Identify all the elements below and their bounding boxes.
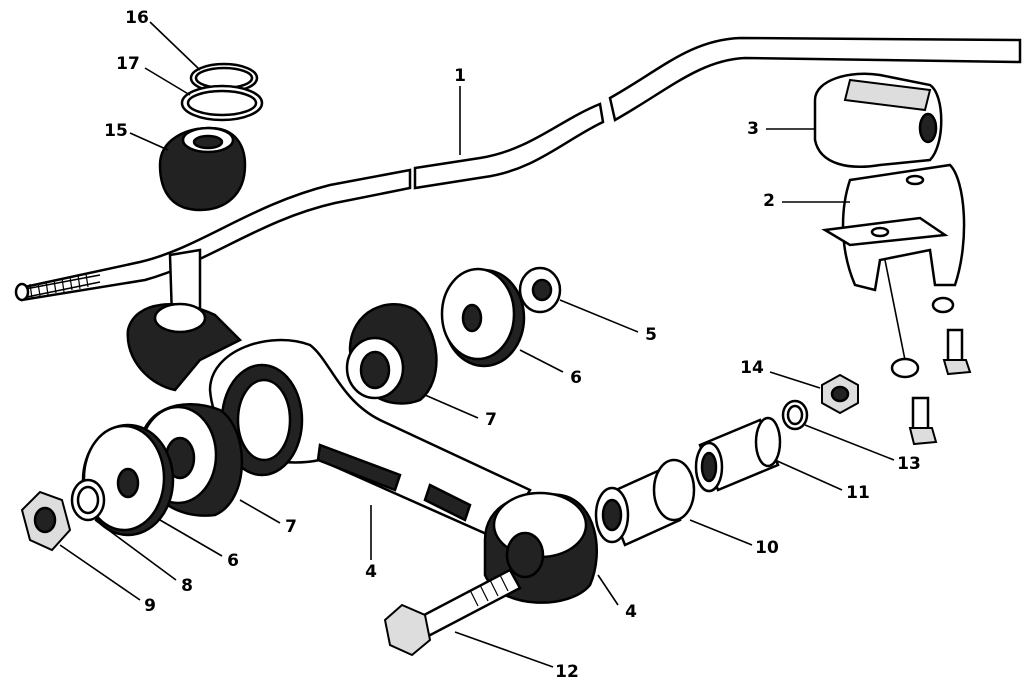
bolt-right-lower xyxy=(911,396,930,432)
leader-lines xyxy=(59,21,895,668)
label-17: 17 xyxy=(116,54,140,74)
part-11-sleeve xyxy=(694,416,782,493)
label-3: 3 xyxy=(747,119,759,139)
label-13: 13 xyxy=(897,454,921,474)
label-1: 1 xyxy=(454,66,466,86)
bolt-right-upper xyxy=(946,328,964,364)
washer-right-lower xyxy=(890,357,920,379)
label-4-eye: 4 xyxy=(625,602,637,622)
label-6-lower: 6 xyxy=(227,551,239,571)
part-2-clamp-bracket xyxy=(821,163,966,292)
label-6-upper: 6 xyxy=(570,368,582,388)
label-12: 12 xyxy=(555,662,579,682)
part-12-bolt xyxy=(383,568,522,657)
part-7-bush-upper xyxy=(345,303,438,405)
part-10-flanged-bush xyxy=(594,458,696,547)
washer-right-upper xyxy=(931,296,955,314)
label-7-lower: 7 xyxy=(285,517,297,537)
part-15-dust-boot xyxy=(158,126,247,212)
label-11: 11 xyxy=(846,483,870,503)
label-5: 5 xyxy=(645,325,657,345)
part-3-rubber-bush xyxy=(813,72,943,168)
label-14: 14 xyxy=(740,358,764,378)
label-4-link: 4 xyxy=(365,562,377,582)
label-9: 9 xyxy=(144,596,156,616)
label-2: 2 xyxy=(763,191,775,211)
label-7-upper: 7 xyxy=(485,410,497,430)
ball-joint-end xyxy=(126,248,243,392)
label-16: 16 xyxy=(125,8,149,28)
label-15: 15 xyxy=(104,121,128,141)
part-1-stabilizer-bar xyxy=(14,36,1022,302)
label-10: 10 xyxy=(755,538,779,558)
label-8: 8 xyxy=(181,576,193,596)
